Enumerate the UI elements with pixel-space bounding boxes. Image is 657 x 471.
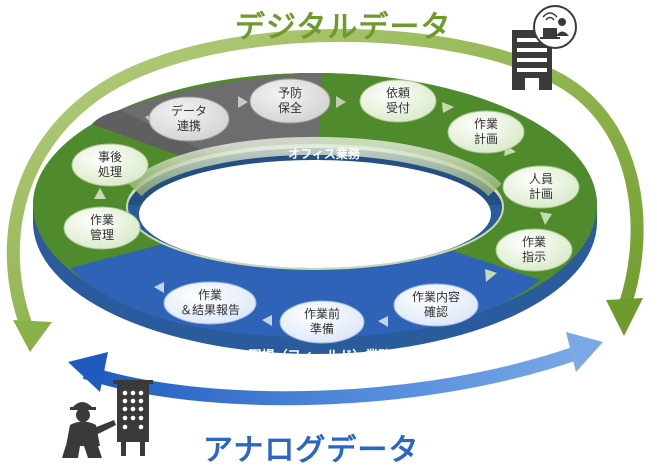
analog-arrow-right bbox=[566, 332, 603, 372]
field-band-label: 現場（フィールド）業務 bbox=[249, 348, 393, 364]
flow-arrow bbox=[238, 96, 248, 108]
node-label: 指示 bbox=[522, 249, 546, 264]
digital-arrow-left bbox=[13, 320, 52, 352]
node-jinin: 人員 計画 bbox=[502, 165, 580, 209]
node-label: 作業 bbox=[522, 235, 546, 249]
flow-arrow bbox=[540, 212, 552, 225]
node-irai: 依頼 受付 bbox=[359, 79, 437, 123]
node-label: 受付 bbox=[386, 101, 410, 115]
node-data-renkei: データ 連携 bbox=[148, 96, 230, 142]
flow-arrow bbox=[262, 315, 272, 326]
node-label: 依頼 bbox=[386, 85, 410, 100]
node-label: 計画 bbox=[474, 131, 498, 146]
flow-arrow bbox=[154, 282, 164, 293]
analog-data-title: アナログデータ bbox=[203, 433, 420, 468]
node-sagyo-kanri: 作業 管理 bbox=[63, 206, 141, 250]
node-junbi: 作業前 準備 bbox=[279, 300, 365, 344]
worker-icon bbox=[62, 402, 116, 458]
digital-data-title: デジタルデータ bbox=[235, 10, 452, 45]
node-label: 保全 bbox=[278, 100, 302, 115]
flow-arrow bbox=[485, 269, 497, 282]
node-label: 事後 bbox=[98, 150, 122, 164]
node-label: 準備 bbox=[310, 321, 334, 336]
analog-arrow-left bbox=[68, 352, 108, 392]
node-label: 作業 bbox=[90, 213, 114, 227]
node-kekka: 作業 ＆結果報告 bbox=[163, 281, 257, 325]
node-label: 作業内容 bbox=[412, 289, 460, 304]
node-jigo: 事後 処理 bbox=[71, 143, 149, 187]
office-building-icon bbox=[512, 5, 577, 90]
node-label: 確認 bbox=[424, 304, 448, 319]
node-label: データ bbox=[171, 103, 207, 118]
node-label: 処理 bbox=[98, 165, 122, 179]
node-label: 管理 bbox=[90, 227, 114, 242]
node-sagyo-shiji: 作業 指示 bbox=[495, 228, 573, 272]
node-yobo: 予防 保全 bbox=[249, 78, 331, 124]
node-label: 計画 bbox=[529, 186, 553, 201]
node-label: 作業 bbox=[198, 288, 222, 302]
digital-arc bbox=[6, 28, 644, 338]
flow-arrow bbox=[336, 96, 346, 108]
control-panel-icon bbox=[113, 380, 153, 456]
node-label: 人員 bbox=[529, 172, 553, 186]
node-label: 連携 bbox=[177, 118, 201, 133]
node-naiyo: 作業内容 確認 bbox=[393, 283, 479, 327]
flow-arrow bbox=[94, 188, 106, 199]
node-label: ＆結果報告 bbox=[180, 303, 240, 317]
node-label: 予防 bbox=[278, 85, 302, 100]
flow-arrow bbox=[378, 316, 388, 327]
node-label: 作業前 bbox=[304, 306, 340, 321]
node-label: 作業 bbox=[474, 117, 498, 131]
flow-arrow bbox=[442, 102, 454, 113]
digital-arrow-right bbox=[606, 298, 643, 336]
office-band-label: オフィス業務 bbox=[288, 146, 361, 161]
node-sagyo-keikaku: 作業 計画 bbox=[447, 110, 525, 154]
